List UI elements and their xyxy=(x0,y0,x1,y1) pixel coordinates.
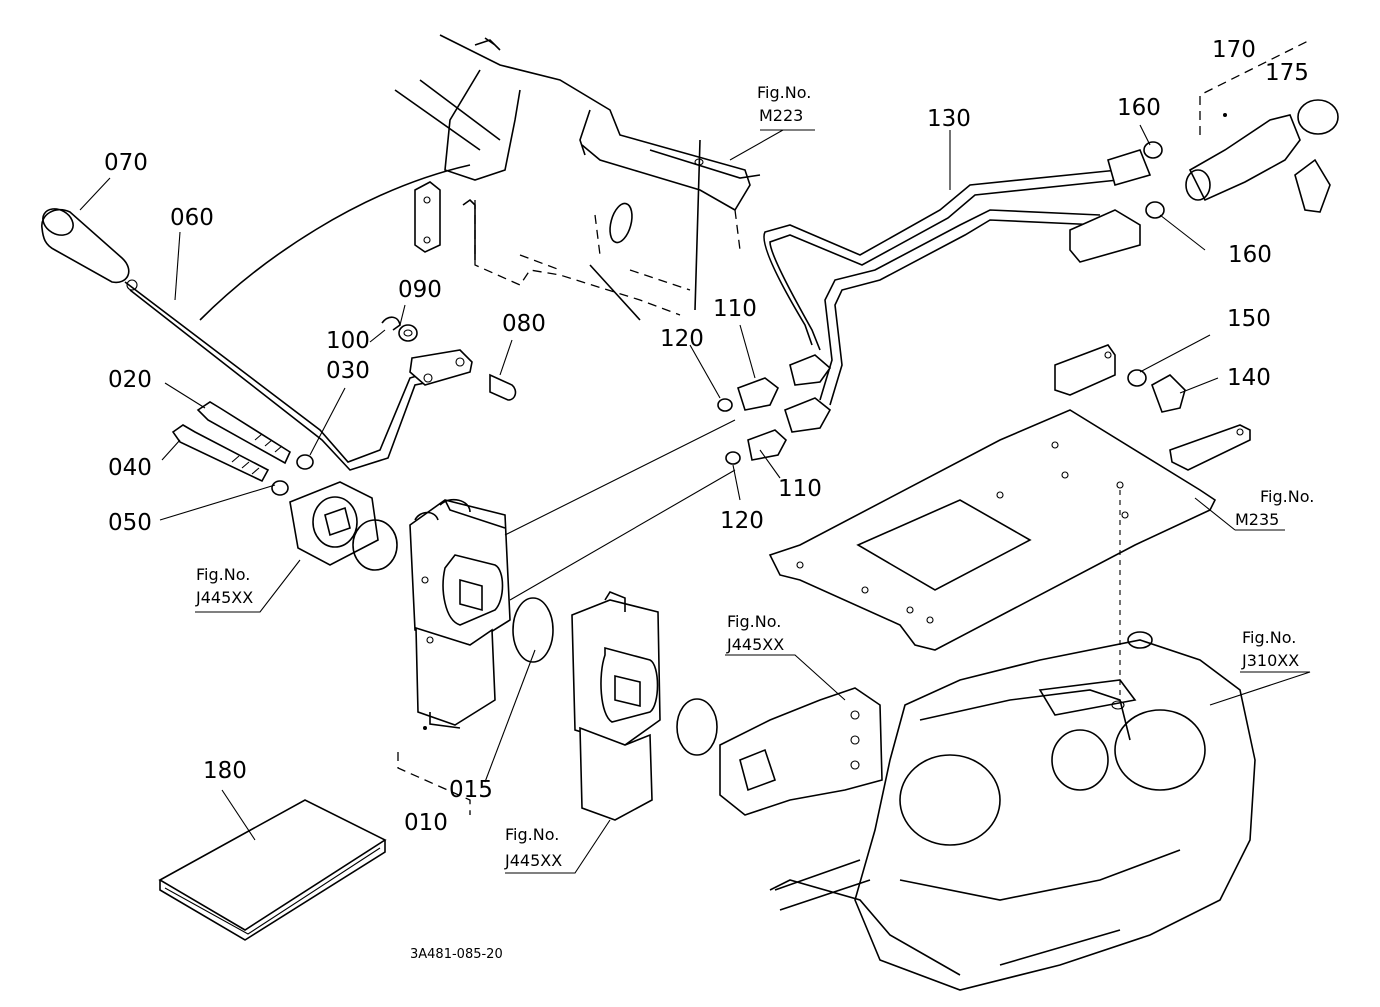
label-015: 015 xyxy=(449,777,493,803)
label-160-bottom: 160 xyxy=(1228,242,1272,268)
valve-bolts xyxy=(171,401,314,496)
figref-j445-right-line1: Fig.No. xyxy=(727,612,781,631)
mounting-plate xyxy=(768,344,1251,700)
figref-j445-center-line2: J445XX xyxy=(504,851,562,870)
pipe-fittings xyxy=(504,354,832,601)
o-ring-015 xyxy=(512,597,554,663)
part-number-labels: 070 060 090 100 080 030 020 040 050 120 … xyxy=(104,37,1309,836)
label-150: 150 xyxy=(1227,306,1271,332)
label-090: 090 xyxy=(398,277,442,303)
figref-m223-line2: M223 xyxy=(759,106,803,125)
figref-j445-left-line1: Fig.No. xyxy=(196,565,250,584)
label-070: 070 xyxy=(104,150,148,176)
figref-j310-line2: J310XX xyxy=(1241,651,1299,670)
leader-lines xyxy=(79,124,1311,874)
label-050: 050 xyxy=(108,510,152,536)
quick-couplers xyxy=(1143,39,1339,219)
figref-j445-right-line2: J445XX xyxy=(726,635,784,654)
lever-pivot-hardware xyxy=(381,316,517,401)
label-010: 010 xyxy=(404,810,448,836)
operator-manual-180 xyxy=(158,799,387,941)
control-cable xyxy=(199,164,471,321)
label-140: 140 xyxy=(1227,365,1271,391)
label-160-top: 160 xyxy=(1117,95,1161,121)
figref-j445-left-line2: J445XX xyxy=(195,588,253,607)
figref-m235-line2: M235 xyxy=(1235,510,1279,529)
label-180: 180 xyxy=(203,758,247,784)
label-030: 030 xyxy=(326,358,370,384)
label-080: 080 xyxy=(502,311,546,337)
label-110-bottom: 110 xyxy=(778,476,822,502)
label-120-top: 120 xyxy=(660,326,704,352)
figref-m223-line1: Fig.No. xyxy=(757,83,811,102)
control-valve-010 xyxy=(409,498,511,730)
end-cover xyxy=(289,481,398,571)
hitch-housing xyxy=(769,631,1256,991)
figure-references: Fig.No. M223 Fig.No. M235 Fig.No. J445XX… xyxy=(195,83,1314,870)
control-lever xyxy=(41,208,431,471)
label-120-bottom: 120 xyxy=(720,508,764,534)
pin-and-washer xyxy=(1127,369,1186,413)
label-110-top: 110 xyxy=(713,296,757,322)
valve-adapter xyxy=(719,687,883,816)
label-020: 020 xyxy=(108,367,152,393)
label-175: 175 xyxy=(1265,60,1309,86)
figref-m235-line1: Fig.No. xyxy=(1260,487,1314,506)
assembly-bracket-010 xyxy=(397,752,471,815)
figref-j445-center-line1: Fig.No. xyxy=(505,825,559,844)
label-170: 170 xyxy=(1212,37,1256,63)
frame-bracket xyxy=(394,34,761,321)
label-060: 060 xyxy=(170,205,214,231)
drawing-code: 3A481-085-20 xyxy=(410,947,503,962)
label-130: 130 xyxy=(927,106,971,132)
hydraulic-pipes xyxy=(763,149,1152,406)
label-100: 100 xyxy=(326,328,370,354)
figref-j310-line1: Fig.No. xyxy=(1242,628,1296,647)
label-040: 040 xyxy=(108,455,152,481)
valve-section xyxy=(571,591,718,821)
